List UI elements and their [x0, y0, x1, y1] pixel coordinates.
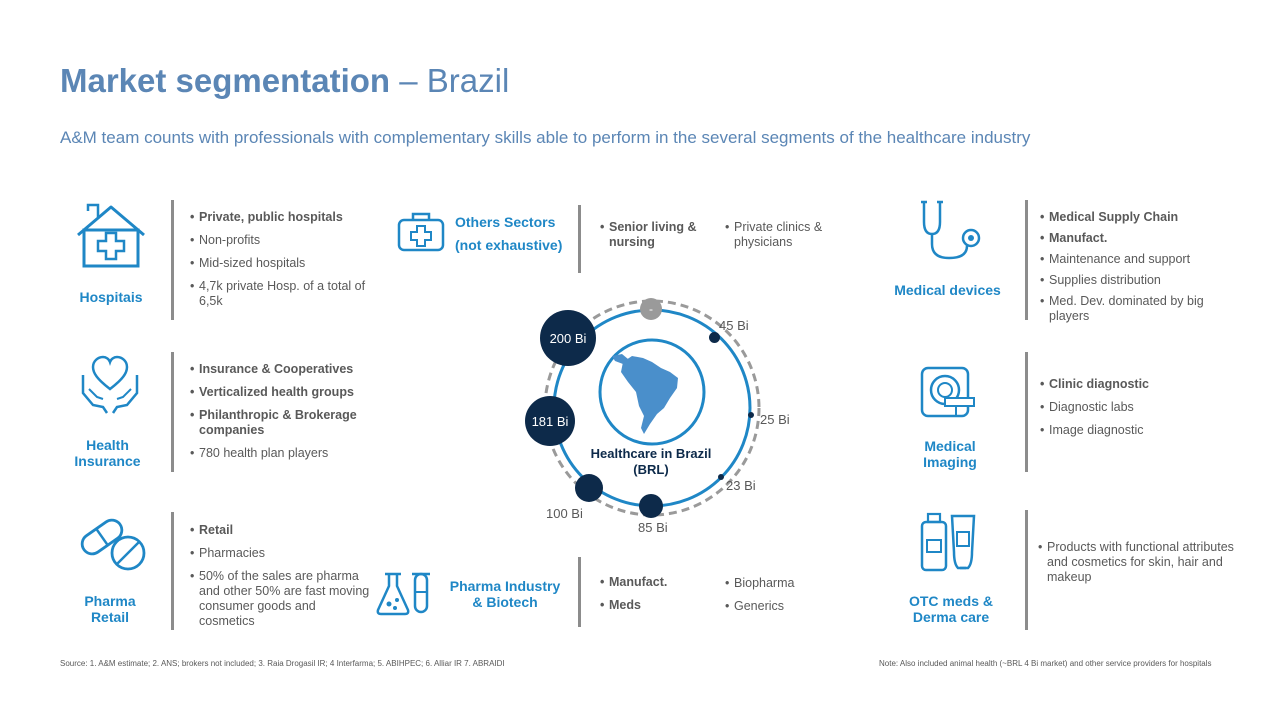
value-45: 45 Bi	[719, 318, 749, 333]
list-item: 4,7k private Hosp. of a total of 6,5k	[190, 279, 375, 309]
bubble-181: 181 Bi	[525, 396, 575, 446]
title-bold: Market segmentation	[60, 62, 391, 99]
divider	[171, 512, 174, 630]
value-23: 23 Bi	[726, 478, 756, 493]
medical-devices-list: Medical Supply Chain Manufact. Maintenan…	[1040, 210, 1225, 324]
list-item: Retail	[190, 523, 372, 538]
others-list-1: Senior living & nursing	[600, 220, 715, 250]
value-100: 100 Bi	[546, 506, 583, 521]
list-item: Image diagnostic	[1040, 423, 1225, 438]
dot-45	[709, 332, 720, 343]
others-label: Others Sectors (not exhaustive)	[455, 211, 570, 257]
list-item: Mid-sized hospitals	[190, 256, 375, 271]
pharma-industry-label: Pharma Industry & Biotech	[445, 578, 565, 610]
health-insurance-list: Insurance & Cooperatives Verticalized he…	[190, 362, 380, 461]
list-item: Insurance & Cooperatives	[190, 362, 380, 377]
label-line: (BRL)	[633, 462, 669, 477]
divider	[171, 352, 174, 472]
mri-scanner-icon	[918, 364, 978, 420]
list-item: Private clinics & physicians	[725, 220, 840, 250]
list-item: Supplies distribution	[1040, 273, 1225, 288]
divider	[1025, 352, 1028, 472]
title-rest: – Brazil	[390, 62, 510, 99]
label-line: Healthcare in Brazil	[590, 446, 712, 461]
list-item: Manufact.	[1040, 231, 1225, 246]
label-line: Derma care	[912, 609, 990, 625]
pharma-retail-label: Pharma Retail	[60, 593, 160, 625]
medical-kit-icon	[397, 210, 445, 252]
label-line: & Biotech	[472, 594, 538, 610]
otc-label: OTC meds & Derma care	[895, 593, 1007, 625]
stethoscope-icon	[915, 198, 985, 264]
cosmetics-bottles-icon	[918, 512, 978, 572]
divider	[578, 557, 581, 627]
center-top-marker: -	[640, 298, 662, 320]
footer-note: Note: Also included animal health (~BRL …	[879, 659, 1212, 668]
list-item: 780 health plan players	[190, 446, 380, 461]
medical-devices-label: Medical devices	[894, 282, 1001, 298]
list-item: Med. Dev. dominated by big players	[1040, 294, 1225, 324]
health-insurance-label: Health Insurance	[60, 437, 155, 469]
others-list-2: Private clinics & physicians	[725, 220, 840, 250]
list-item: Senior living & nursing	[600, 220, 715, 250]
list-item: Private, public hospitals	[190, 210, 375, 225]
otc-list: Products with functional attributes and …	[1038, 540, 1238, 585]
list-item: 50% of the sales are pharma and other 50…	[190, 569, 372, 629]
list-item: Verticalized health groups	[190, 385, 380, 400]
list-item: Maintenance and support	[1040, 252, 1225, 267]
source-note: Source: 1. A&M estimate; 2. ANS; brokers…	[60, 659, 505, 668]
label-line: (not exhaustive)	[455, 237, 563, 253]
list-item: Medical Supply Chain	[1040, 210, 1225, 225]
hospitals-label: Hospitais	[79, 289, 143, 305]
page-title: Market segmentation – Brazil	[60, 62, 509, 100]
list-item: Products with functional attributes and …	[1038, 540, 1238, 585]
dot-23	[718, 474, 724, 480]
center-label: Healthcare in Brazil (BRL)	[580, 446, 722, 478]
hospital-icon	[74, 203, 148, 269]
list-item: Manufact.	[600, 575, 710, 590]
bubble-200: 200 Bi	[540, 310, 596, 366]
list-item: Clinic diagnostic	[1040, 377, 1225, 392]
dot-25	[748, 412, 754, 418]
label-line: Pharma	[84, 593, 136, 609]
hospitals-list: Private, public hospitals Non-profits Mi…	[190, 210, 375, 309]
list-item: Meds	[600, 598, 710, 613]
label-line: Imaging	[923, 454, 977, 470]
page-subtitle: A&M team counts with professionals with …	[60, 128, 1031, 147]
pharma-industry-list-2: Biopharma Generics	[725, 576, 835, 614]
divider	[1025, 200, 1028, 320]
divider	[171, 200, 174, 320]
label-line: Retail	[90, 609, 130, 625]
list-item: Generics	[725, 599, 835, 614]
pharma-retail-list: Retail Pharmacies 50% of the sales are p…	[190, 523, 372, 629]
bubble-85	[639, 494, 663, 518]
list-item: Diagnostic labs	[1040, 400, 1225, 415]
hands-heart-icon	[79, 353, 141, 417]
list-item: Biopharma	[725, 576, 835, 591]
medical-imaging-list: Clinic diagnostic Diagnostic labs Image …	[1040, 377, 1225, 438]
label-line: Insurance	[74, 453, 141, 469]
label-line: Health	[86, 437, 129, 453]
medical-imaging-label: Medical Imaging	[900, 438, 1000, 470]
bubble-100	[575, 474, 603, 502]
list-item: Non-profits	[190, 233, 375, 248]
divider	[1025, 510, 1028, 630]
list-item: Philanthropic & Brokerage companies	[190, 408, 380, 438]
flasks-icon	[375, 570, 433, 616]
pills-icon	[78, 513, 148, 573]
label-line: Medical	[924, 438, 976, 454]
label-line: OTC meds &	[908, 593, 993, 609]
value-25: 25 Bi	[760, 412, 790, 427]
divider	[578, 205, 581, 273]
list-item: Pharmacies	[190, 546, 372, 561]
pharma-industry-list-1: Manufact. Meds	[600, 575, 710, 613]
label-line: Others Sectors	[455, 214, 556, 230]
label-line: Pharma Industry	[449, 578, 561, 594]
value-85: 85 Bi	[638, 520, 668, 535]
